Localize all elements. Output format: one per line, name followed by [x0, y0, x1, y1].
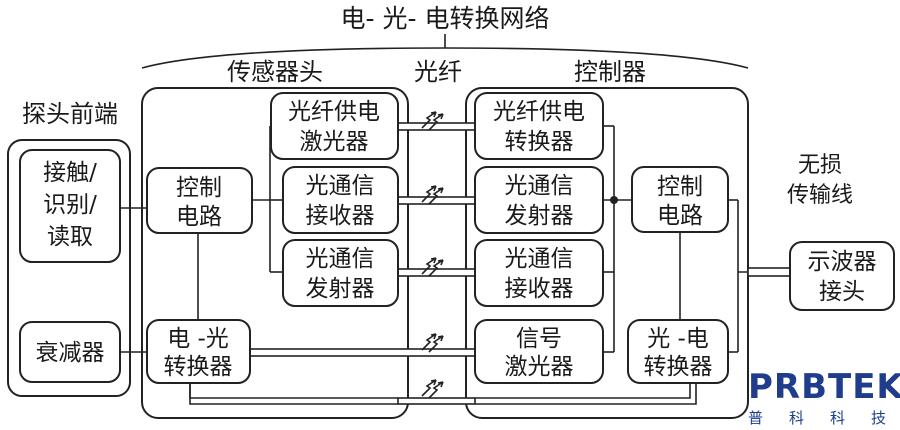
- network-brace: [141, 47, 749, 69]
- svg-text:示波器: 示波器: [808, 249, 877, 275]
- svg-text:电 -光: 电 -光: [167, 326, 229, 352]
- svg-text:电路: 电路: [176, 204, 222, 230]
- svg-text:控制: 控制: [657, 174, 703, 200]
- svg-text:接收器: 接收器: [505, 276, 574, 302]
- connection-lines: [120, 125, 790, 405]
- svg-text:光通信: 光通信: [306, 246, 375, 272]
- controller-label: 控制器: [574, 58, 646, 86]
- block-contact: 接触/ 识别/ 读取: [19, 149, 121, 263]
- light-arrows: [421, 111, 444, 399]
- svg-text:光纤供电: 光纤供电: [493, 99, 585, 125]
- junction-dot: [610, 196, 618, 204]
- lossless-line-label: 无损: [798, 153, 842, 178]
- svg-text:激光器: 激光器: [300, 129, 369, 155]
- block-eo-converter: 电 -光 转换器: [146, 319, 251, 384]
- fiber-comm-2: [397, 268, 476, 277]
- svg-text:光通信: 光通信: [306, 173, 375, 199]
- probe-front-group: [7, 139, 131, 397]
- block-attenuator: 衰减器: [19, 321, 121, 383]
- light-arrow-icon: [421, 333, 444, 353]
- svg-text:光纤供电: 光纤供电: [288, 99, 380, 125]
- light-arrow-icon: [421, 185, 444, 205]
- sensor-head-group: [141, 87, 409, 419]
- block-comm-receiver-left: 光通信 接收器: [282, 166, 399, 234]
- svg-text:光通信: 光通信: [505, 173, 574, 199]
- fiber-label: 光纤: [414, 58, 462, 86]
- fiber-loop: [397, 397, 476, 405]
- block-fiber-power-converter: 光纤供电 转换器: [474, 92, 604, 160]
- light-arrow-icon: [421, 257, 444, 277]
- controller-group: [465, 87, 749, 419]
- svg-text:衰减器: 衰减器: [36, 340, 105, 366]
- svg-text:转换器: 转换器: [644, 354, 713, 380]
- fiber-power: [397, 122, 476, 131]
- svg-text:转换器: 转换器: [164, 354, 233, 380]
- block-oe-converter: 光 -电 转换器: [627, 319, 729, 384]
- block-scope-connector: 示波器 接头: [789, 241, 895, 311]
- svg-text:光 -电: 光 -电: [647, 326, 709, 352]
- svg-text:电路: 电路: [657, 203, 703, 229]
- logo-wordmark: PRBTEK: [748, 367, 900, 407]
- block-signal-laser: 信号 激光器: [474, 319, 604, 384]
- block-comm-transmitter-right: 光通信 发射器: [474, 166, 604, 234]
- block-fiber-power-laser: 光纤供电 激光器: [270, 92, 399, 160]
- svg-text:信号: 信号: [516, 326, 562, 352]
- svg-text:光通信: 光通信: [505, 246, 574, 272]
- svg-text:识别/: 识别/: [43, 192, 97, 218]
- svg-text:读取: 读取: [47, 224, 93, 250]
- svg-text:接收器: 接收器: [306, 203, 375, 229]
- svg-text:转换器: 转换器: [505, 129, 574, 155]
- svg-text:激光器: 激光器: [505, 354, 574, 380]
- svg-text:接触/: 接触/: [43, 160, 97, 186]
- svg-text:控制: 控制: [176, 175, 222, 201]
- logo-subtitle: 普 科 科 技: [748, 409, 886, 427]
- probe-front-label: 探头前端: [22, 100, 118, 128]
- light-arrow-icon: [421, 379, 444, 399]
- svg-text:接头: 接头: [819, 279, 865, 305]
- svg-text:发射器: 发射器: [306, 276, 375, 302]
- block-comm-transmitter-left: 光通信 发射器: [282, 239, 399, 307]
- block-control-circuit-right: 控制 电路: [631, 166, 729, 233]
- prbtek-logo: PRBTEK 普 科 科 技: [748, 367, 900, 428]
- sensor-head-label: 传感器头: [227, 58, 323, 86]
- lossless-cable: [747, 267, 791, 277]
- block-control-circuit-left: 控制 电路: [146, 167, 253, 234]
- lossless-line-label-2: 传输线: [787, 183, 853, 208]
- diagram-title: 电- 光- 电转换网络: [341, 4, 550, 33]
- fiber-signal: [249, 348, 476, 357]
- svg-text:发射器: 发射器: [505, 203, 574, 229]
- light-arrow-icon: [421, 111, 444, 131]
- fiber-comm-1: [397, 196, 476, 205]
- block-comm-receiver-right: 光通信 接收器: [474, 239, 604, 307]
